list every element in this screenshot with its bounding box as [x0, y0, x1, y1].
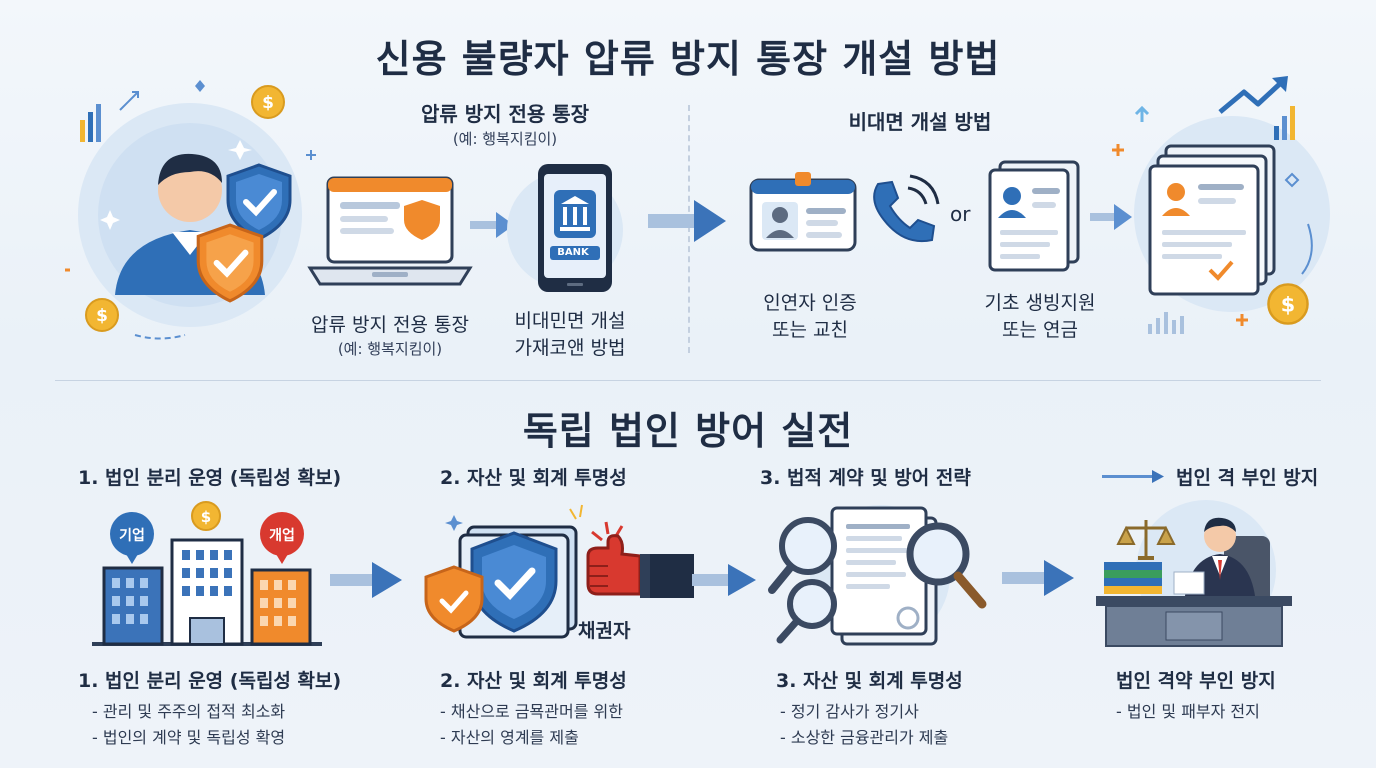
- or-label: or: [950, 202, 971, 226]
- arrow-right-icon: [648, 200, 726, 242]
- step4-heading: 법인 격 부인 방지: [1176, 467, 1319, 489]
- doc-caption-line1: 기초 생빙지원: [984, 292, 1096, 314]
- svg-text:$: $: [262, 93, 274, 113]
- step2-bullet-2: - 자산의 영계를 제출: [440, 728, 579, 747]
- bubble-right-label: 개업: [269, 528, 295, 544]
- shield-check-icon: [226, 163, 292, 241]
- step1-caption: 1. 법인 분리 운영 (독립성 확보): [78, 670, 342, 692]
- vertical-divider: [688, 105, 690, 353]
- coin-icon: $: [85, 298, 119, 332]
- step2-caption: 2. 자산 및 회계 투명성: [440, 670, 627, 692]
- phone-caption-line2: 가재코앤 방법: [514, 337, 626, 359]
- step3-bullet-2: - 소상한 금융관리가 제출: [780, 728, 949, 747]
- step4-caption: 법인 격약 부인 방지: [1116, 670, 1276, 692]
- phone-screen-label: BANK: [557, 247, 589, 258]
- step3-bullet-1: - 정기 감사가 정기사: [780, 702, 919, 721]
- hand-stop-icon: [586, 521, 694, 598]
- bubble-left-label: 기업: [119, 528, 145, 544]
- laptop-caption-title: 압류 방지 전용 통장: [311, 314, 469, 336]
- magnifier-document-icon: [768, 505, 987, 646]
- creditor-label: 채권자: [578, 620, 631, 642]
- telephone-icon: [873, 174, 940, 242]
- doc-caption-line2: 또는 연금: [1002, 319, 1078, 341]
- arrow-right-icon: [1090, 204, 1132, 230]
- arrow-right-icon: [692, 564, 756, 596]
- id-card-icon: [749, 172, 857, 252]
- svg-text:$: $: [201, 508, 211, 526]
- shield-check-icon: [196, 223, 264, 303]
- laptop-icon: [307, 176, 473, 286]
- arrow-right-icon: [470, 212, 514, 238]
- person-icon: [65, 80, 316, 340]
- laptop-caption-sub: (예: 행복지킴이): [337, 340, 443, 358]
- step1-heading: 1. 법인 분리 운영 (독립성 확보): [78, 467, 342, 489]
- coin-icon: $: [1267, 283, 1309, 325]
- step1-bullet-1: - 관리 및 주주의 접적 최소화: [92, 702, 286, 721]
- id-caption-line1: 인연자 인증: [763, 292, 857, 314]
- left-header-title: 압류 방지 전용 통장: [420, 102, 590, 126]
- phone-caption-line1: 비대민면 개설: [514, 310, 626, 332]
- svg-text:$: $: [1281, 292, 1295, 316]
- svg-text:$: $: [96, 306, 108, 326]
- step4-bullet-1: - 법인 및 패부자 전지: [1116, 702, 1260, 721]
- arrow-right-icon: [330, 562, 402, 598]
- document-profile-icon: [1112, 76, 1330, 334]
- coin-icon: $: [251, 85, 285, 119]
- arrow-right-icon: [1002, 560, 1074, 596]
- main-title: 신용 불량자 압류 방지 통장 개설 방법: [375, 37, 1001, 81]
- step3-caption: 3. 자산 및 회계 투명성: [776, 670, 963, 692]
- document-profile-icon: [988, 160, 1080, 272]
- lawyer-desk-icon: [1096, 500, 1292, 647]
- step3-heading: 3. 법적 계약 및 방어 전략: [760, 467, 971, 489]
- smartphone-bank-icon: [507, 164, 623, 292]
- buildings-icon: $: [92, 501, 322, 646]
- left-header-sub: (예: 행복지킴이): [452, 130, 558, 148]
- step1-bullet-2: - 법인의 계약 및 독립성 확영: [92, 728, 286, 747]
- shield-check-icon: [424, 504, 583, 639]
- section2-title: 독립 법인 방어 실전: [522, 409, 854, 453]
- right-header-title: 비대면 개설 방법: [848, 110, 992, 134]
- step2-bullet-1: - 채산으로 금묙관머를 위한: [440, 702, 623, 721]
- step2-heading: 2. 자산 및 회계 투명성: [440, 467, 627, 489]
- section-divider: [55, 380, 1321, 381]
- id-caption-line2: 또는 교친: [772, 319, 848, 341]
- arrow-right-icon: [1102, 470, 1164, 483]
